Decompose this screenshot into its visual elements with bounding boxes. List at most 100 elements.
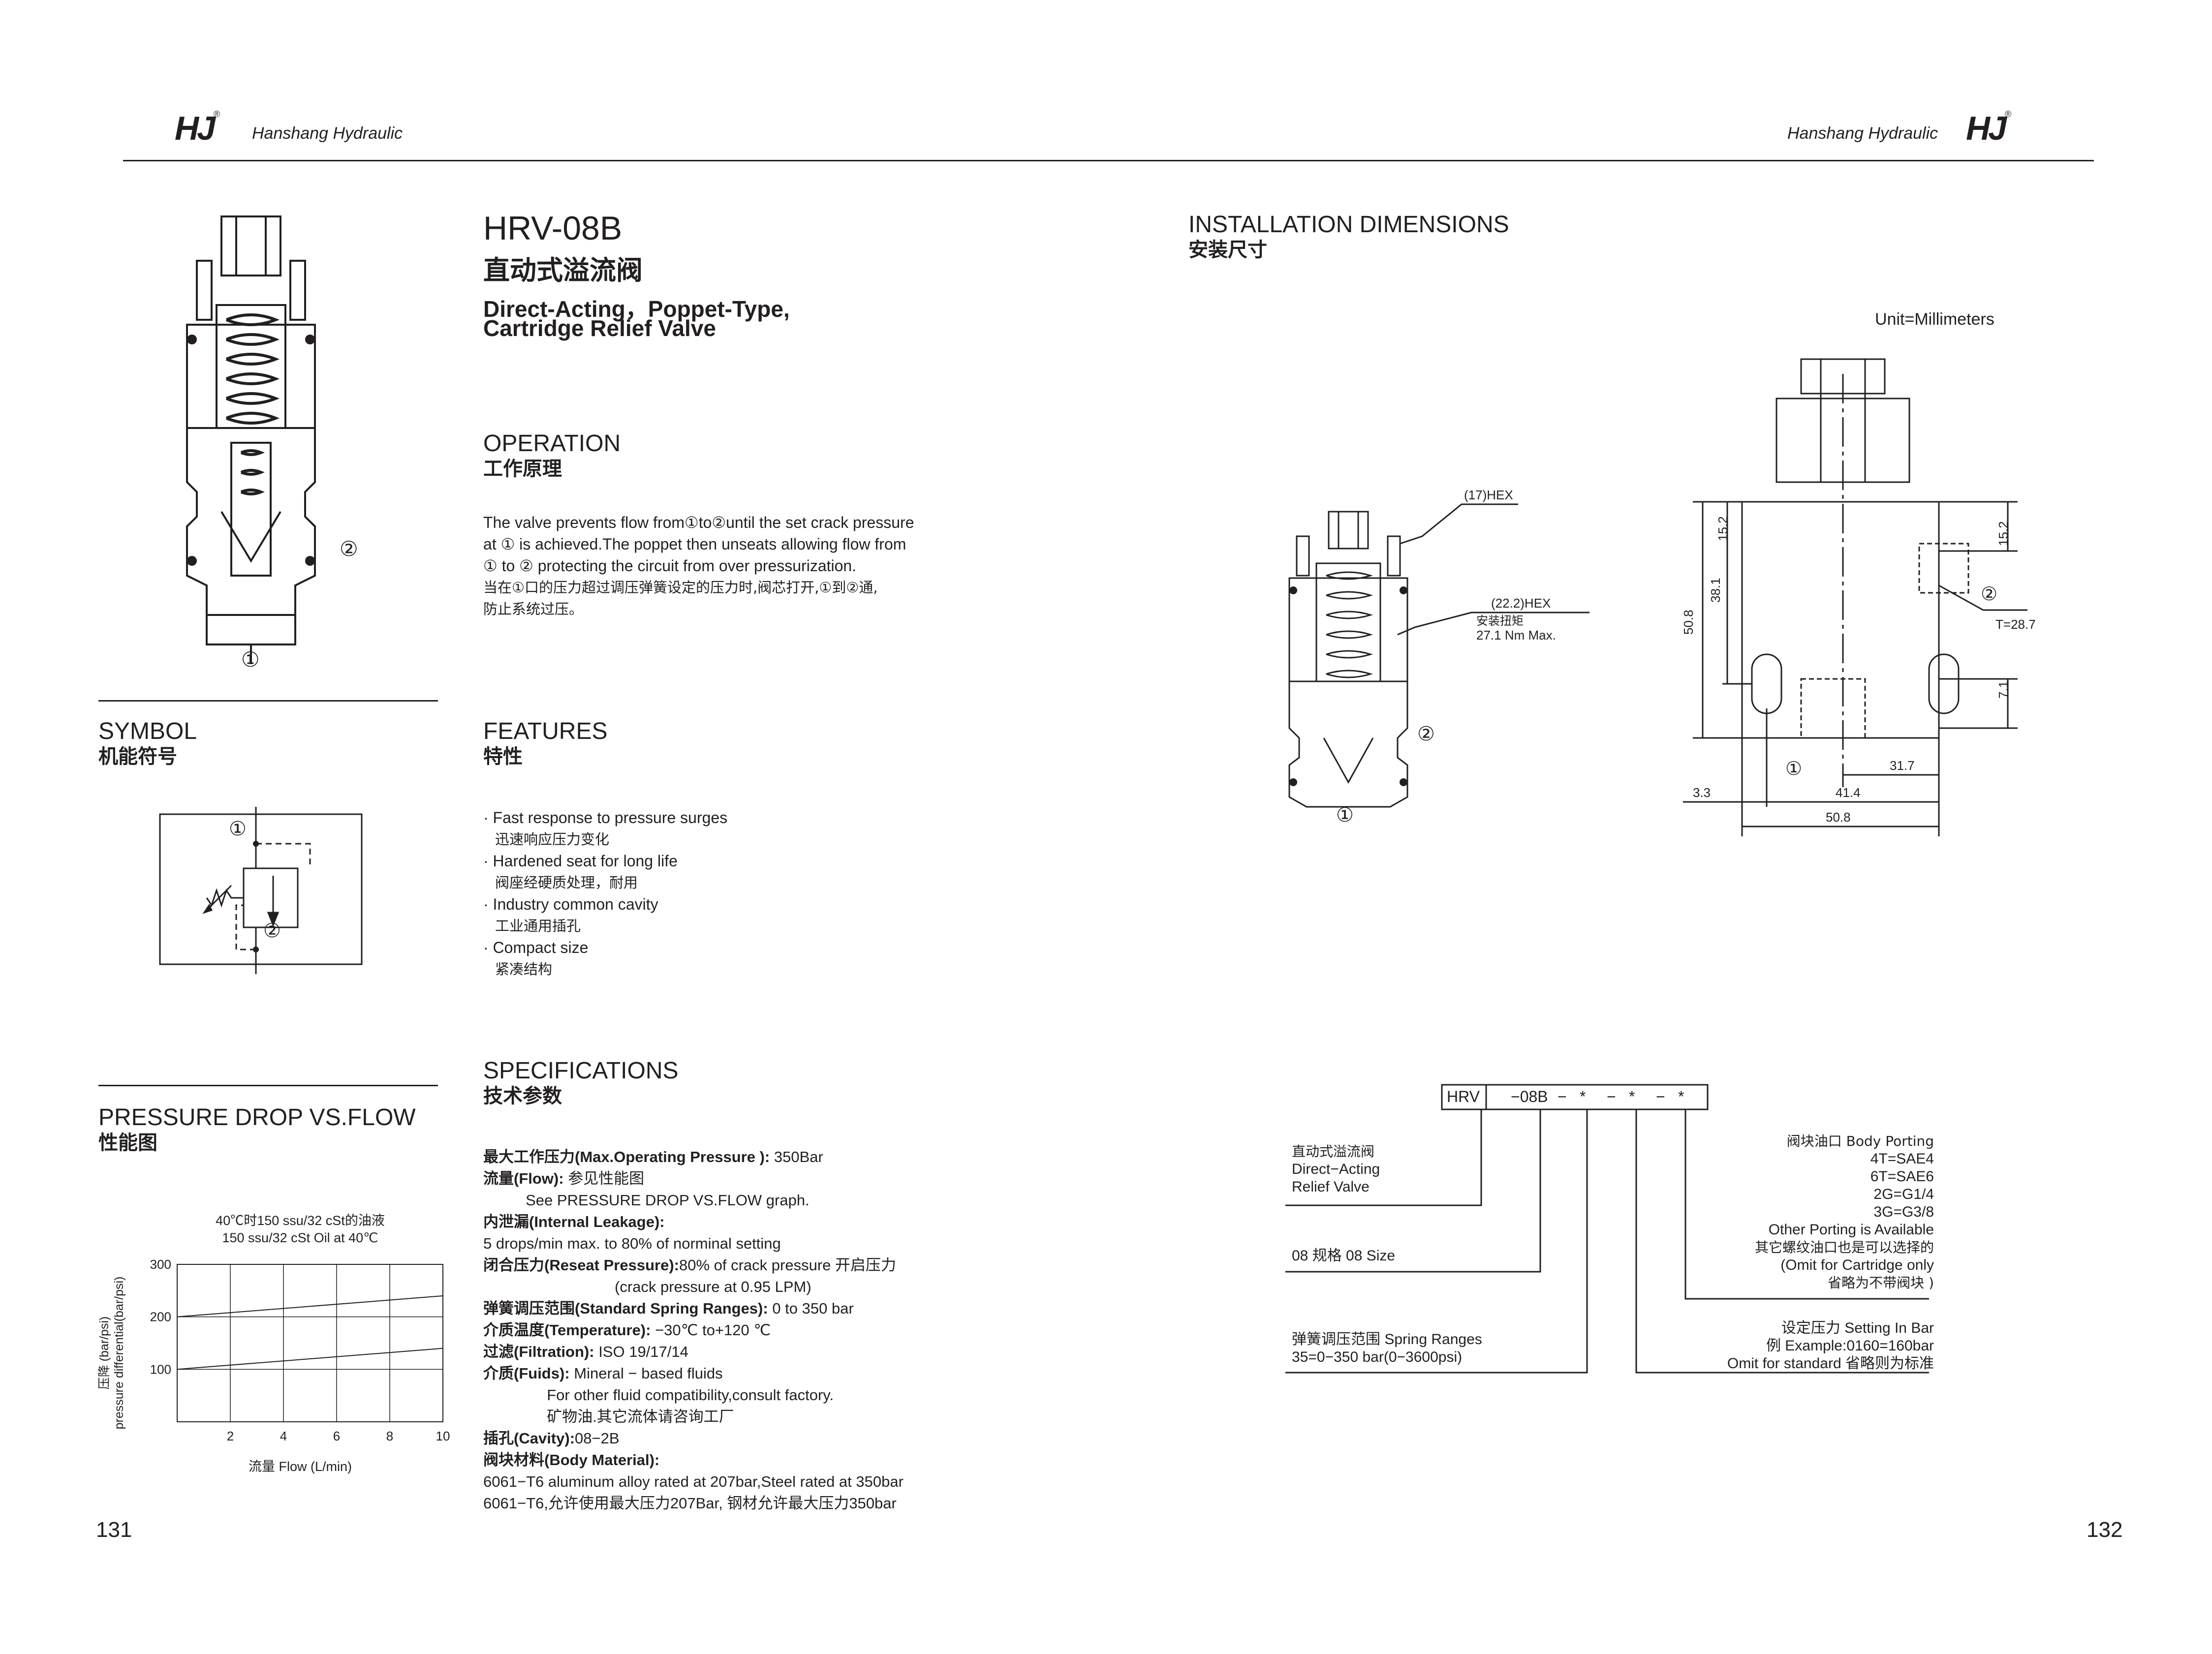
dim-50-8-vertical: 50.8: [1681, 610, 1696, 635]
body-port-2: ②: [1981, 584, 1997, 605]
dim-41-4: 41.4: [1836, 785, 1861, 800]
operation-line-2: at ① is achieved.The poppet then unseats…: [483, 535, 906, 553]
porting-note-1: Other Porting is Available: [1768, 1222, 1934, 1238]
ordering-code-diagram: HRV −08B − * − * − *: [1285, 1084, 1929, 1374]
page-number-left: 131: [96, 1518, 132, 1542]
cartridge-port-1: ①: [1336, 804, 1354, 826]
code-porting: *: [1678, 1088, 1684, 1105]
operation-line-zh-2: 防止系统过压。: [483, 601, 584, 617]
feature-en: · Fast response to pressure surges: [483, 809, 728, 827]
code-dash-3: −: [1656, 1088, 1665, 1105]
unit-label: Unit=Millimeters: [1875, 310, 1994, 329]
feature-zh: 紧凑结构: [495, 961, 553, 978]
spec-label: 弹簧调压范围(Standard Spring Ranges):: [483, 1300, 773, 1317]
feature-zh: 工业通用插孔: [495, 918, 581, 934]
installation-title-zh: 安装尺寸: [1188, 239, 1267, 261]
feature-item: · Compact size 紧凑结构: [483, 937, 727, 980]
spec-row: For other fluid compatibility,consult fa…: [483, 1384, 903, 1406]
spec-row: 插孔(Cavity):08−2B: [483, 1428, 903, 1449]
spec-value: 350Bar: [774, 1148, 823, 1165]
operation-title-en: OPERATION: [483, 430, 621, 457]
spec-row: 内泄漏(Internal Leakage):: [483, 1211, 903, 1233]
header-divider: [123, 160, 2094, 161]
registered-mark-right: ®: [2004, 109, 2012, 119]
spec-label: 过滤(Filtration):: [483, 1343, 599, 1360]
spec-row: 介质温度(Temperature): −30℃ to+120 ℃: [483, 1319, 903, 1341]
spec-value: 5 drops/min max. to 80% of norminal sett…: [483, 1235, 781, 1252]
feature-item: · Industry common cavity 工业通用插孔: [483, 893, 727, 937]
porting-option: 3G=G3/8: [1873, 1204, 1934, 1220]
symbol-rule: [98, 700, 438, 702]
series-line-2: [177, 1348, 443, 1370]
product-name-en-2: Cartridge Relief Valve: [483, 315, 716, 341]
porting-note-3: (Omit for Cartridge only: [1780, 1257, 1934, 1273]
spec-row: 5 drops/min max. to 80% of norminal sett…: [483, 1233, 903, 1255]
spec-value: Mineral − based fluids: [574, 1365, 723, 1382]
spec-label: 阀块材料(Body Material):: [483, 1451, 660, 1469]
ordering-desc-zh: 直动式溢流阀: [1292, 1143, 1375, 1160]
body-port-1: ①: [1785, 759, 1802, 779]
feature-zh: 阀座经硬质处理，耐用: [495, 874, 638, 891]
ordering-desc: 直动式溢流阀 Direct−Acting Relief Valve: [1292, 1143, 1380, 1196]
spec-value: 6061−T6 aluminum alloy rated at 207bar,S…: [483, 1473, 903, 1490]
brand-name-right: Hanshang Hydraulic: [1787, 124, 1938, 143]
product-name-zh: 直动式溢流阀: [483, 255, 643, 286]
code-part-hrv: HRV: [1447, 1088, 1480, 1105]
spec-row: 闭合压力(Reseat Pressure):80% of crack press…: [483, 1255, 903, 1276]
chart-xlabel: 流量 Flow (L/min): [249, 1459, 352, 1474]
pressure-rule: [98, 1085, 438, 1086]
features-title: FEATURES 特性: [483, 718, 607, 768]
porting-note-2: 其它螺纹油口也是可以选择的: [1754, 1239, 1934, 1256]
dim-15-2: 15.2: [1715, 516, 1730, 541]
feature-item: · Hardened seat for long life 阀座经硬质处理，耐用: [483, 850, 727, 893]
ordering-spring-value: 35=0−350 bar(0−3600psi): [1292, 1349, 1463, 1365]
ordering-setting: 设定压力 Setting In Bar 例 Example:0160=160ba…: [1663, 1319, 1934, 1373]
spec-value: −30℃ to+120 ℃: [655, 1321, 771, 1339]
code-dash-2: −: [1607, 1088, 1616, 1105]
hydraulic-symbol: ① ②: [159, 807, 363, 974]
ordering-spring-title: 弹簧调压范围 Spring Ranges: [1292, 1331, 1482, 1348]
hex22-label: (22.2)HEX: [1491, 596, 1551, 611]
spec-value: 80% of crack pressure 开启压力: [679, 1256, 896, 1274]
brand-name-left: Hanshang Hydraulic: [252, 124, 403, 143]
porting-title: 阀块油口 Body Porting: [1786, 1133, 1934, 1149]
porting-option: 2G=G1/4: [1873, 1186, 1934, 1202]
spec-label: 闭合压力(Reseat Pressure):: [483, 1256, 679, 1274]
spec-label: 流量(Flow):: [483, 1170, 568, 1187]
specs-title-zh: 技术参数: [483, 1085, 562, 1107]
chart-title: 40℃时150 ssu/32 cSt的油液: [216, 1213, 385, 1228]
spec-value: (crack pressure at 0.95 LPM): [483, 1278, 811, 1295]
setting-title: 设定压力 Setting In Bar: [1781, 1320, 1934, 1336]
symbol-title: SYMBOL 机能符号: [98, 718, 197, 768]
operation-title-zh: 工作原理: [483, 458, 562, 480]
symbol-title-zh: 机能符号: [98, 745, 177, 768]
x-tick-label: 4: [280, 1429, 287, 1443]
ordering-desc-en-2: Relief Valve: [1292, 1179, 1370, 1195]
spec-value: 6061−T6,允许使用最大压力207Bar, 钢材允许最大压力350bar: [483, 1495, 897, 1512]
feature-en: · Industry common cavity: [483, 895, 658, 913]
ordering-porting: 阀块油口 Body Porting 4T=SAE4 6T=SAE6 2G=G1/…: [1663, 1133, 1934, 1292]
dim-38-1: 38.1: [1708, 578, 1723, 603]
ordering-desc-en-1: Direct−Acting: [1292, 1161, 1380, 1177]
symbol-port-1: ①: [229, 818, 247, 840]
porting-option: 4T=SAE4: [1870, 1151, 1934, 1167]
ordering-spring: 弹簧调压范围 Spring Ranges 35=0−350 bar(0−3600…: [1292, 1331, 1482, 1366]
features-title-zh: 特性: [483, 745, 523, 768]
pressure-title: PRESSURE DROP VS.FLOW 性能图: [98, 1104, 416, 1155]
features-title-en: FEATURES: [483, 718, 608, 744]
product-model: HRV-08B: [483, 210, 623, 247]
spec-row: See PRESSURE DROP VS.FLOW graph.: [483, 1190, 903, 1211]
brand-logo-right: HJ®: [1966, 109, 2011, 148]
code-setting: *: [1629, 1088, 1635, 1105]
spec-row: 流量(Flow): 参见性能图: [483, 1168, 903, 1190]
spec-value: ISO 19/17/14: [598, 1343, 688, 1360]
code-dash-1: −: [1558, 1088, 1567, 1105]
spec-label: 介质(Fuids):: [483, 1365, 574, 1382]
features-list: · Fast response to pressure surges 迅速响应压…: [483, 807, 727, 980]
torque-zh-label: 安装扭矩: [1476, 614, 1524, 628]
porting-note-4: 省略为不带阀块 ): [1828, 1275, 1934, 1291]
spec-value: See PRESSURE DROP VS.FLOW graph.: [483, 1192, 810, 1209]
pressure-title-zh: 性能图: [98, 1132, 157, 1154]
chart-ylabel: pressure differential(bar/psi): [112, 1277, 126, 1430]
